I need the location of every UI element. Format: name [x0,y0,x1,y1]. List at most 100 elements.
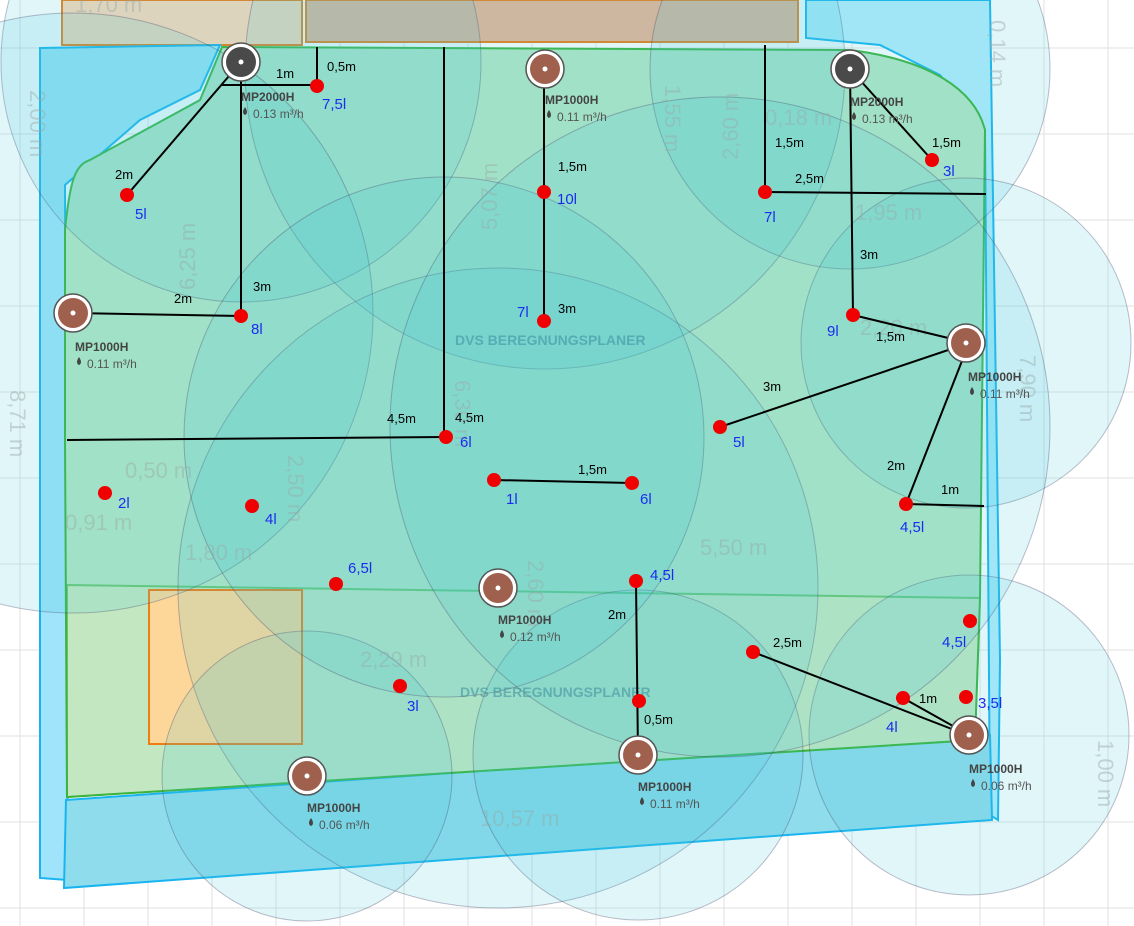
distance-label: 1m [276,66,294,81]
measure-point[interactable] [925,153,939,167]
distance-label: 3m [558,301,576,316]
dimension-label: 6,25 m [175,223,200,290]
measure-point[interactable] [234,309,248,323]
water-drop-icon [500,630,504,638]
water-volume-label: 2l [118,495,130,512]
measure-point[interactable] [329,577,343,591]
water-volume-label: 3l [943,163,955,180]
water-volume-label: 1l [506,491,518,508]
measure-point[interactable] [846,308,860,322]
distance-label: 1m [941,482,959,497]
dimension-label: 1,70 m [75,0,142,17]
measure-point[interactable] [487,473,501,487]
distance-line [72,312,242,317]
water-drop-icon [970,387,974,395]
measure-point[interactable] [899,497,913,511]
water-volume-label: 7l [517,304,529,321]
distance-label: 3m [860,247,878,262]
distance-label: 2m [887,458,905,473]
measure-point[interactable] [746,645,760,659]
sprinkler-flow-label: 0.13 m³/h [862,112,913,126]
measure-point[interactable] [959,690,973,704]
sprinkler-model-label: MP1000H [75,340,128,354]
measure-point[interactable] [963,614,977,628]
water-drop-icon [547,110,551,118]
water-volume-label: 4,5l [942,634,966,651]
measure-point[interactable] [537,314,551,328]
sprinkler-model-label: MP2000H [241,90,294,104]
distance-line [752,651,976,739]
right-path[interactable] [805,0,1002,822]
distance-line [719,342,970,428]
water-volume-label: 6l [640,491,652,508]
measure-point[interactable] [120,188,134,202]
dimension-label: 1,80 m [185,540,252,565]
dimension-label: 10,57 m [480,806,560,831]
house-area[interactable] [305,0,799,43]
spray-coverage-arc [0,12,374,614]
measure-point[interactable] [713,420,727,434]
distance-label: 1,5m [578,462,607,477]
dimension-label: 6,30 m [450,380,475,447]
measure-point[interactable] [896,691,910,705]
sprinkler-center-dot [238,59,244,65]
terrace-area[interactable] [61,0,303,46]
dimension-label: 2,60 m [718,93,743,160]
measure-point[interactable] [393,679,407,693]
measure-point[interactable] [439,430,453,444]
sprinkler-center-dot [963,340,969,346]
sprinkler-flow-label: 0.13 m³/h [253,107,304,121]
sprinkler-flow-label: 0.11 m³/h [557,110,607,124]
water-volume-label: 3,5l [978,695,1002,712]
water-drop-icon [309,818,313,826]
dimension-label: 0,91 m [65,510,132,535]
sprinkler-flow-label: 0.11 m³/h [980,387,1030,401]
distance-label: 3m [763,379,781,394]
sprinkler-center-dot [304,773,310,779]
distance-label: 2,5m [795,171,824,186]
watermark-text: DVS BEREGNUNGSPLANER [460,684,651,700]
dimension-label: 1,55 m [660,85,685,152]
dimension-label: 0,18 m [765,105,832,130]
sprinkler-center-dot [635,752,641,758]
watermark-text: DVS BEREGNUNGSPLANER [455,332,646,348]
water-drop-icon [852,112,856,120]
water-volume-label: 4,5l [900,519,924,536]
sprinkler-model-label: MP2000H [850,95,903,109]
sprinkler-model-label: MP1000H [968,370,1021,384]
dimension-label: 2,29 m [360,647,427,672]
distance-label: 0,5m [644,712,673,727]
distance-line [635,580,639,756]
measure-point[interactable] [98,486,112,500]
distance-label: 1m [919,691,937,706]
water-volume-label: 5l [733,434,745,451]
measure-point[interactable] [625,476,639,490]
measure-point[interactable] [629,574,643,588]
dimension-label: 2,60 m [523,560,548,627]
flower-bed[interactable] [148,589,303,745]
measure-point[interactable] [632,694,646,708]
measure-point[interactable] [537,185,551,199]
dimension-label: 1,95 m [855,200,922,225]
water-drop-icon [640,797,644,805]
distance-line [66,436,447,441]
measure-point[interactable] [310,79,324,93]
water-volume-label: 4l [265,511,277,528]
distance-label: 4,5m [455,410,484,425]
dimension-label: 5,50 m [700,535,767,560]
measure-point[interactable] [245,499,259,513]
distance-line [849,68,854,316]
sprinkler-center-dot [966,732,972,738]
distance-label: 3m [253,279,271,294]
distance-line [905,342,970,505]
measure-point[interactable] [758,185,772,199]
sprinkler-model-label: MP1000H [498,613,551,627]
distance-line [764,191,987,195]
distance-label: 1,5m [876,329,905,344]
water-volume-label: 10l [557,191,577,208]
